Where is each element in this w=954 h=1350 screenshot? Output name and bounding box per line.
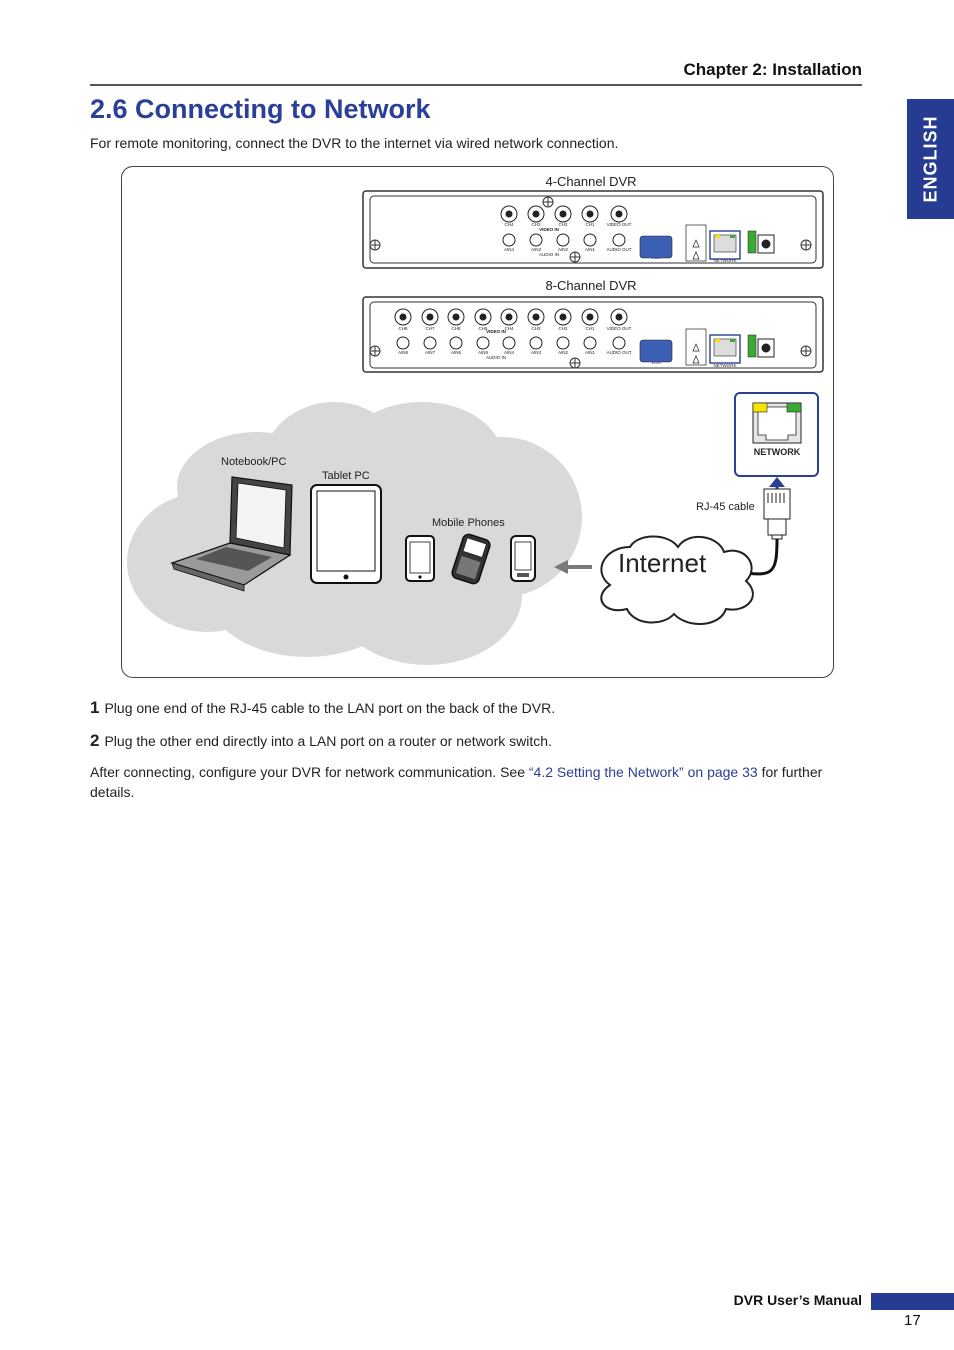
dvr8-ch-label: CH2 — [558, 326, 567, 331]
dvr4-audio-in-label: AUDIO IN — [539, 252, 559, 257]
dvr4-panel: CH4 CH3 CH2 CH1 VIDEO OUT VIDEO IN AIN4 … — [362, 190, 824, 269]
dvr8-ain-label: AIN5 — [478, 350, 489, 355]
dvr8-ch-label: CH5 — [478, 326, 487, 331]
dvr8-ch-label: CH4 — [504, 326, 513, 331]
dvr8-ain-label: AIN7 — [425, 350, 436, 355]
dvr4-ch-label: CH4 — [504, 222, 513, 227]
dvr4-ch-label: CH3 — [531, 222, 540, 227]
dvr8-bnc-connectors — [394, 308, 628, 350]
step-1-text: Plug one end of the RJ-45 cable to the L… — [104, 700, 556, 716]
after-text-end: for further details. — [90, 764, 823, 800]
dvr8-network-port-icon: NETWORK — [709, 334, 741, 368]
rj45-cable-label: RJ-45 cable — [696, 501, 755, 513]
notebook-label: Notebook/PC — [221, 456, 286, 468]
internet-label: Internet — [618, 548, 707, 578]
dvr8-video-out-label: VIDEO OUT — [607, 326, 632, 331]
step-2-number: 2 — [90, 731, 100, 750]
dvr4-label: 4-Channel DVR — [545, 174, 636, 189]
dvr8-ain-label: AIN4 — [504, 350, 515, 355]
dvr4-ch-label: CH2 — [558, 222, 567, 227]
dvr8-panel: CH8 CH7 CH6 CH5 CH4 CH3 CH2 CH1 VIDEO OU… — [362, 296, 824, 373]
footer-bar — [871, 1293, 954, 1310]
dvr8-network-port-label: NETWORK — [714, 363, 737, 368]
dvr8-ain-label: AIN2 — [558, 350, 569, 355]
dvr4-network-port-icon: NETWORK — [709, 230, 741, 263]
phones-label: Mobile Phones — [432, 517, 505, 529]
chapter-header: Chapter 2: Installation — [683, 60, 862, 79]
network-settings-link[interactable]: “4.2 Setting the Network” on page 33 — [528, 764, 758, 780]
left-arrow-icon — [554, 560, 592, 574]
tablet-label: Tablet PC — [322, 470, 370, 482]
page-number: 17 — [904, 1312, 921, 1329]
dvr8-video-in-label: VIDEO IN — [486, 329, 506, 334]
dvr8-ch-label: CH8 — [398, 326, 407, 331]
dvr4-warning-icon — [685, 224, 707, 262]
footer-manual-label: DVR User’s Manual — [733, 1292, 862, 1308]
dvr8-ch-label: CH6 — [451, 326, 460, 331]
section-title: 2.6 Connecting to Network — [90, 94, 431, 124]
dvr8-power-jack-icon — [757, 338, 775, 358]
dvr4-vga-port-icon — [639, 235, 673, 259]
network-callout-label: NETWORK — [754, 447, 801, 457]
dvr4-bnc-connectors — [500, 205, 628, 247]
after-paragraph: After connecting, configure your DVR for… — [90, 762, 830, 802]
after-text-start: After connecting, configure your DVR for… — [90, 764, 529, 780]
header-rule — [90, 84, 862, 86]
dvr4-ch-label: CH1 — [585, 222, 594, 227]
language-tab-label: ENGLISH — [920, 115, 940, 203]
dvr8-ch-label: CH7 — [425, 326, 434, 331]
dvr8-ain-label: AIN6 — [451, 350, 462, 355]
dvr8-ain-label: AIN1 — [585, 350, 596, 355]
dvr4-video-in-label: VIDEO IN — [539, 227, 559, 232]
dvr4-ain-label: AIN1 — [585, 247, 596, 252]
network-port-callout: NETWORK — [734, 392, 819, 477]
dvr8-audio-in-label: AUDIO IN — [486, 355, 506, 360]
dvr4-audio-out-label: AUDIO OUT — [606, 247, 631, 252]
device-cloud — [127, 402, 582, 665]
step-1-number: 1 — [90, 698, 100, 717]
laptop-icon — [170, 476, 293, 592]
dvr8-vga-port-icon — [639, 339, 673, 363]
tablet-icon — [310, 484, 382, 584]
step-2-text: Plug the other end directly into a LAN p… — [104, 733, 552, 749]
dvr4-network-port-label: NETWORK — [714, 258, 737, 263]
dvr4-ain-label: AIN4 — [504, 247, 515, 252]
dvr8-ch-label: CH1 — [585, 326, 594, 331]
dvr8-warning-icon — [685, 328, 707, 366]
dvr8-ain-label: AIN8 — [398, 350, 409, 355]
dvr8-audio-out-label: AUDIO OUT — [606, 350, 631, 355]
language-tab: ENGLISH — [907, 99, 954, 219]
dvr4-video-out-label: VIDEO OUT — [607, 222, 632, 227]
network-diagram: 4-Channel DVR CH4 CH3 CH2 CH1 VIDEO OUT … — [121, 166, 834, 678]
dvr8-label: 8-Channel DVR — [545, 278, 636, 293]
dvr4-screw-icon — [369, 196, 812, 263]
dvr8-screw-icon — [369, 345, 812, 369]
dvr4-ain-label: AIN3 — [531, 247, 542, 252]
dvr8-ch-label: CH3 — [531, 326, 540, 331]
dvr8-vga-label: VGA — [651, 360, 661, 365]
rj45-plug-icon — [763, 488, 791, 540]
dvr4-ain-label: AIN2 — [558, 247, 569, 252]
smartphone-icon — [405, 535, 435, 582]
section-intro: For remote monitoring, connect the DVR t… — [90, 135, 619, 151]
internet-cloud-icon: Internet — [600, 535, 754, 626]
dvr4-power-jack-icon — [757, 234, 775, 254]
blackberry-phone-icon — [451, 533, 491, 585]
mobile-phone-icon — [510, 535, 536, 582]
dvr8-ain-label: AIN3 — [531, 350, 542, 355]
